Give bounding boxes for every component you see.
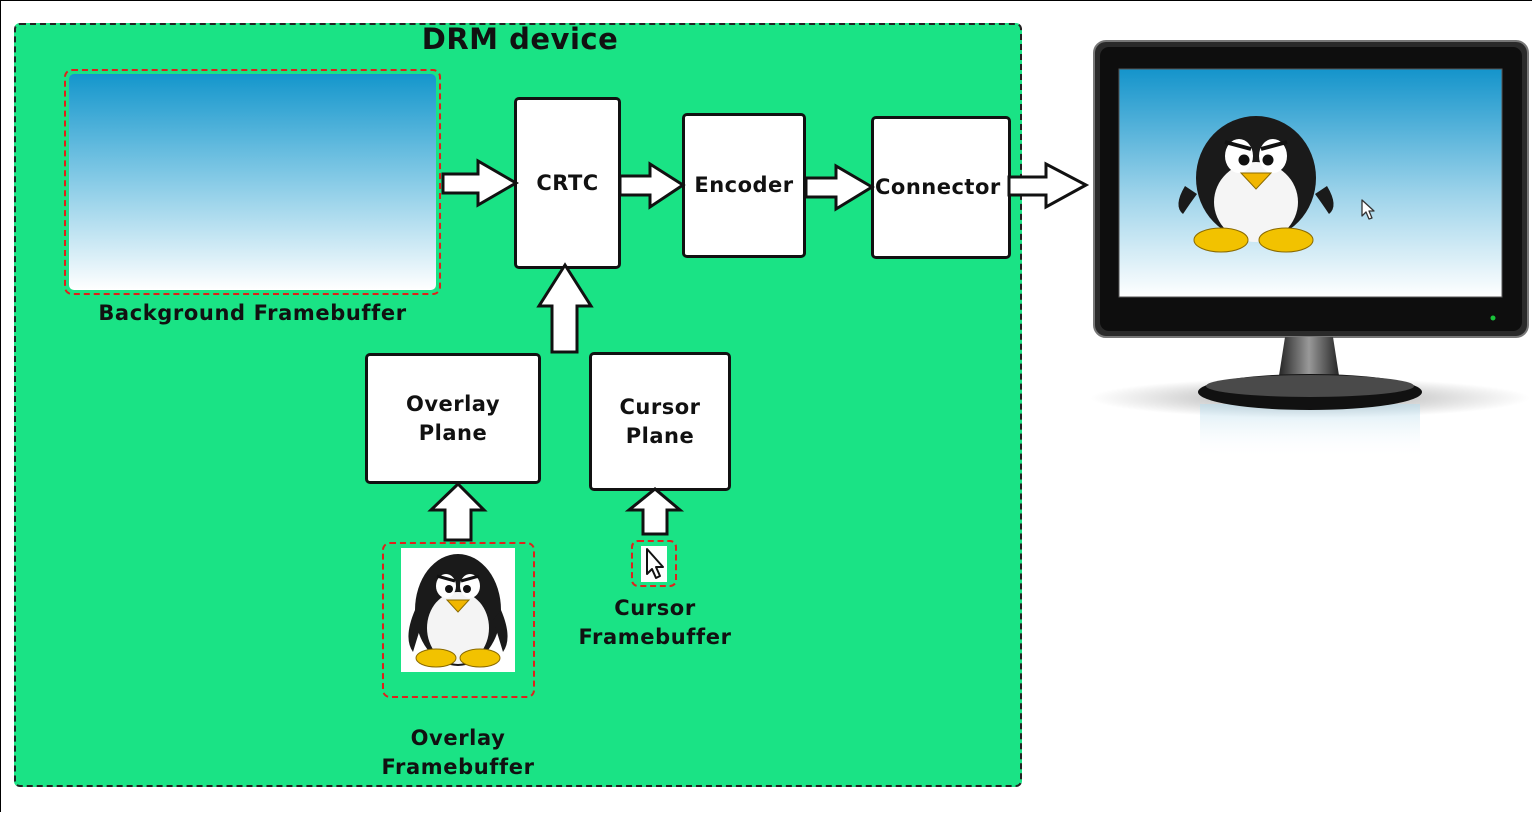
cursor-image (641, 546, 667, 582)
overlay-plane-label-line2: Plane (418, 420, 488, 445)
overlay-plane-box: Overlay Plane (365, 353, 541, 484)
cursor-arrow-icon (646, 548, 664, 579)
overlay-plane-label-line1: Overlay (405, 391, 501, 416)
cursor-plane-label-line2: Plane (625, 423, 695, 448)
cursor-plane-box: Cursor Plane (589, 352, 731, 491)
overlay-framebuffer-label-line2: Framebuffer (381, 755, 535, 779)
arrow-connector-to-monitor (1007, 161, 1090, 210)
overlay-framebuffer-label: Overlay Framebuffer (358, 724, 558, 782)
background-framebuffer-label: Background Framebuffer (98, 301, 407, 325)
overlay-image (401, 548, 515, 672)
arrow-cursor-fb-to-plane (624, 487, 685, 536)
arrow-encoder-to-connector (804, 163, 875, 212)
cursor-plane-label-line1: Cursor (619, 394, 701, 419)
cursor-framebuffer-label-line2: Framebuffer (578, 625, 732, 649)
overlay-framebuffer (382, 542, 535, 698)
background-framebuffer (64, 69, 441, 295)
background-gradient (69, 74, 436, 290)
arrow-overlay-fb-to-plane (427, 481, 488, 542)
cursor-framebuffer (631, 540, 677, 587)
cursor-framebuffer-label: Cursor Framebuffer (555, 594, 755, 652)
screen-penguin-icon (1178, 116, 1334, 253)
arrow-planes-to-crtc (536, 262, 594, 354)
screen-cursor-icon (1361, 199, 1375, 220)
crtc-box: CRTC (514, 97, 621, 269)
cursor-framebuffer-label-line1: Cursor (614, 596, 696, 620)
penguin-icon (408, 554, 508, 668)
drm-device-title: DRM device (421, 22, 619, 56)
arrow-crtc-to-encoder (618, 161, 686, 210)
overlay-framebuffer-label-line1: Overlay (410, 726, 506, 750)
arrow-background-to-crtc (441, 158, 519, 208)
